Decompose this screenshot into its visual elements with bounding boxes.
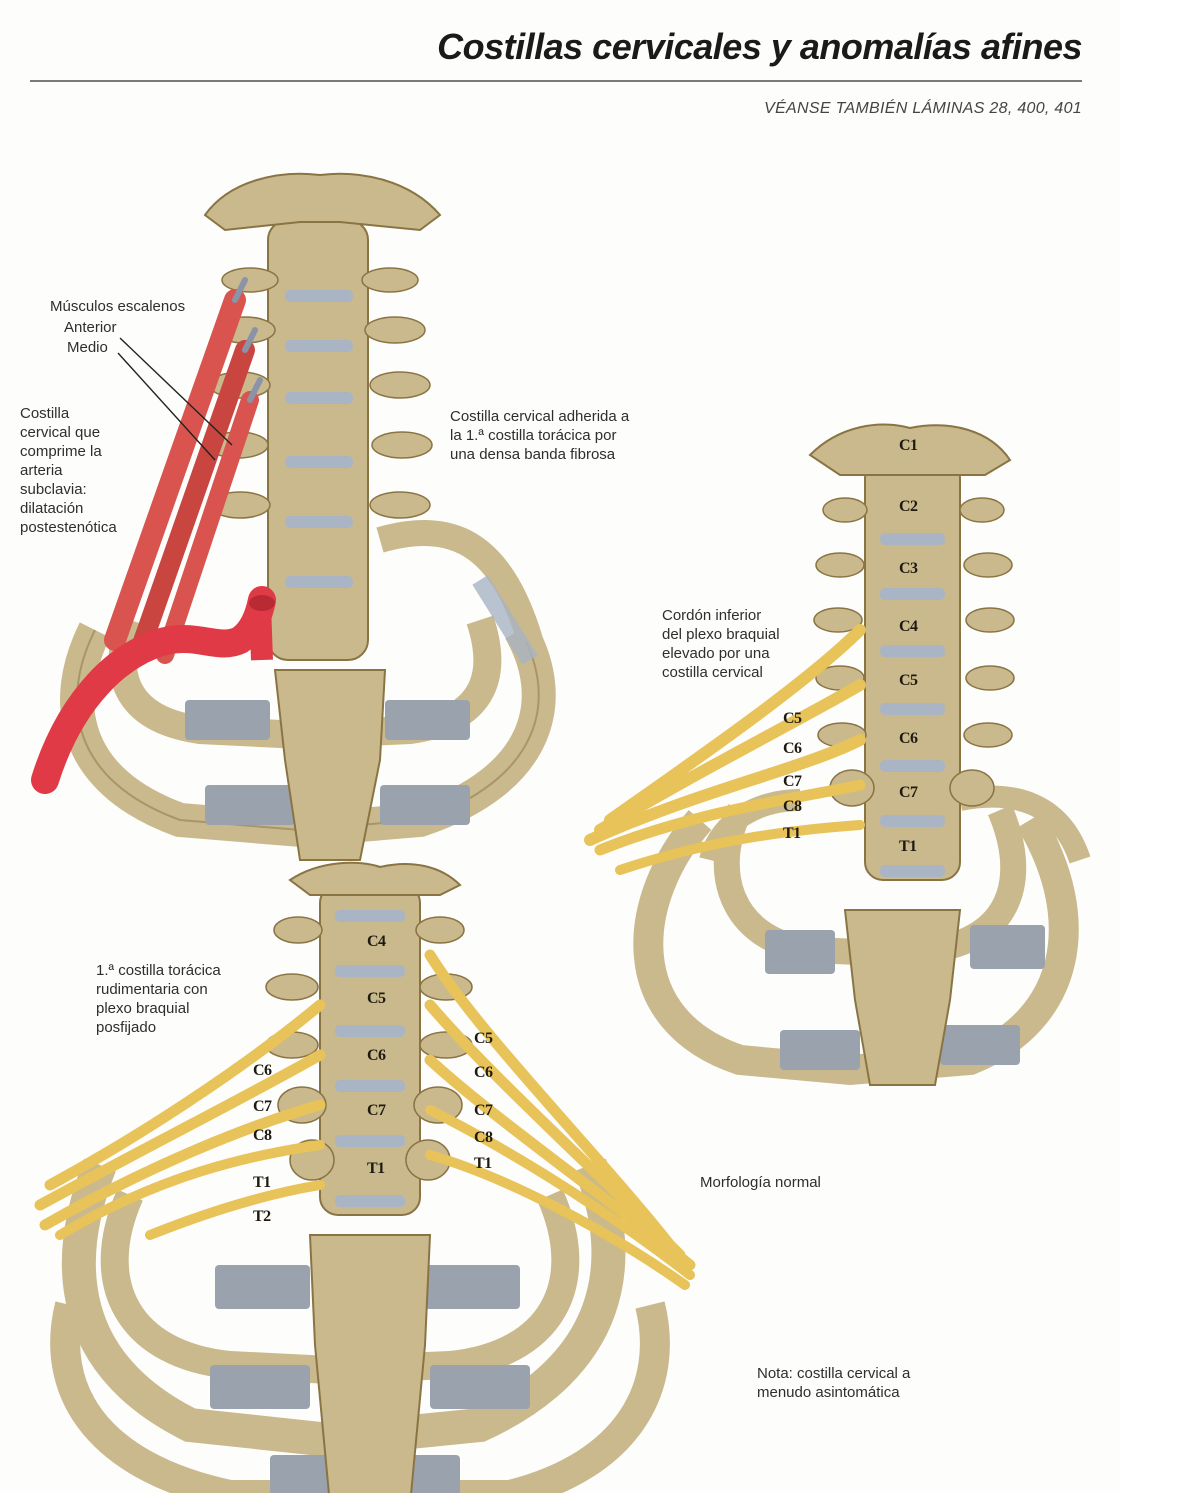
vertebra-label-c1: C1 — [899, 437, 918, 454]
vertebra-label-c6: C6 — [367, 1047, 386, 1064]
vertebra-label-c5: C5 — [367, 990, 386, 1007]
vertebra-label-t1: T1 — [367, 1160, 385, 1177]
right-nerve-root-label-c8: C8 — [474, 1129, 493, 1146]
right-nerve-root-label-c6: C6 — [474, 1064, 493, 1081]
vertebra-label-c4: C4 — [899, 618, 918, 635]
label-cervical-rib-artery: Costilla cervical que comprime la arteri… — [20, 405, 117, 536]
vertebra-label-c5: C5 — [899, 672, 918, 689]
rudimentary-rib-illustration — [34, 861, 696, 1510]
label-normal-morphology: Morfología normal — [700, 1174, 821, 1191]
page-bottom-margin — [0, 1493, 1192, 1511]
left-nerve-root-label-c6: C6 — [253, 1062, 272, 1079]
left-nerve-root-label-c7: C7 — [253, 1098, 272, 1115]
nerve-root-label-c8: C8 — [783, 798, 802, 815]
title-divider — [30, 80, 1082, 82]
left-nerve-root-label-t2: T2 — [253, 1208, 271, 1225]
caption-plexus-elevated: Cordón inferior del plexo braquial eleva… — [662, 607, 780, 681]
nerve-root-label-c7: C7 — [783, 773, 802, 790]
vertebra-label-c7: C7 — [367, 1102, 386, 1119]
figure-rudimentary-rib — [30, 861, 710, 1510]
vertebra-label-c7: C7 — [899, 784, 918, 801]
see-also-reference: VÉANSE TAMBIÉN LÁMINAS 28, 400, 401 — [764, 100, 1082, 117]
right-nerve-root-label-c5: C5 — [474, 1030, 493, 1047]
vertebra-label-t1: T1 — [899, 838, 917, 855]
label-scalene-heading: Músculos escalenos — [50, 298, 186, 315]
figure-plexus-elevated — [584, 420, 1110, 1100]
page-title: Costillas cervicales y anomalías afines — [437, 26, 1082, 67]
label-scalene-medio: Medio — [67, 339, 108, 356]
nerve-root-label-c5: C5 — [783, 710, 802, 727]
vertebra-label-c3: C3 — [899, 560, 918, 577]
plexus-elevated-illustration — [584, 423, 1091, 1086]
label-scalene-anterior: Anterior — [64, 319, 117, 336]
cervical-spine-illustration — [31, 172, 556, 861]
left-nerve-root-label-c8: C8 — [253, 1127, 272, 1144]
vertebra-label-c4: C4 — [367, 933, 386, 950]
nerve-root-label-t1: T1 — [783, 825, 801, 842]
nerve-root-label-c6: C6 — [783, 740, 802, 757]
vertebra-label-c2: C2 — [899, 498, 918, 515]
right-nerve-root-label-c7: C7 — [474, 1102, 493, 1119]
caption-rudimentary-rib: 1.ª costilla torácica rudimentaria con p… — [96, 962, 221, 1036]
page-margin — [1120, 0, 1192, 1511]
right-nerve-root-label-t1: T1 — [474, 1155, 492, 1172]
figure-cervical-rib-artery — [0, 160, 600, 861]
label-cervical-rib-band: Costilla cervical adherida a la 1.ª cost… — [450, 408, 630, 463]
left-nerve-root-label-t1: T1 — [253, 1174, 271, 1191]
note-asymptomatic: Nota: costilla cervical a menudo asintom… — [757, 1365, 911, 1401]
vertebra-label-c6: C6 — [899, 730, 918, 747]
